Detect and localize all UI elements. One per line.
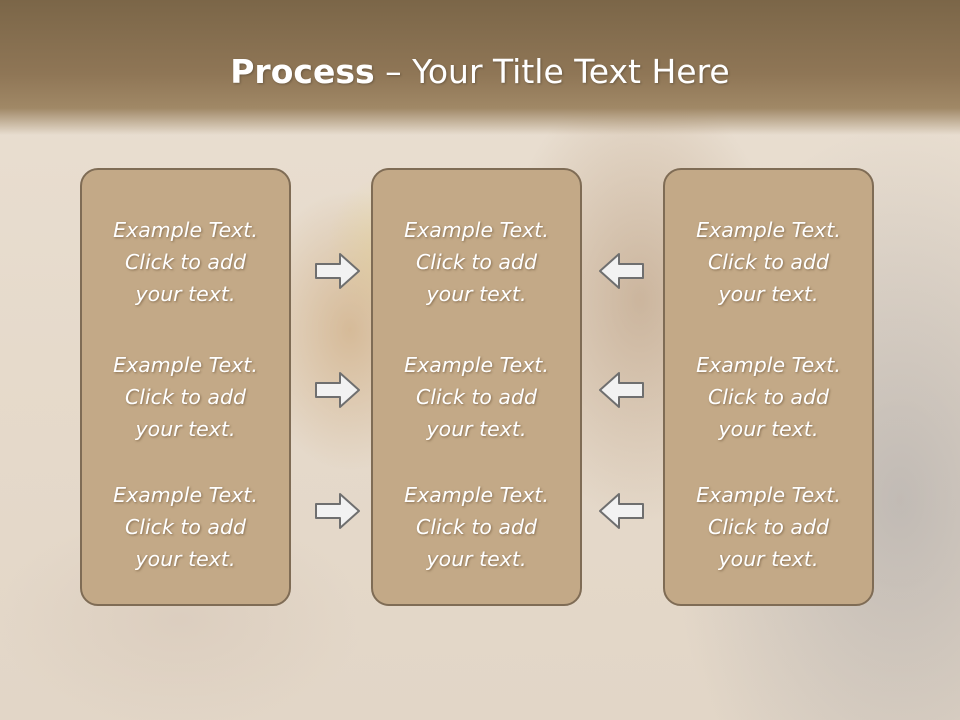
text-block[interactable]: Example Text. Click to add your text. <box>82 349 289 445</box>
text-block[interactable]: Example Text. Click to add your text. <box>373 479 580 575</box>
text-line: Click to add <box>124 515 247 539</box>
text-line: your text. <box>135 547 236 571</box>
arrow-right-icon <box>315 253 360 289</box>
text-block[interactable]: Example Text. Click to add your text. <box>665 214 872 310</box>
text-block[interactable]: Example Text. Click to add your text. <box>82 214 289 310</box>
text-line: Example Text. <box>113 218 258 242</box>
text-block[interactable]: Example Text. Click to add your text. <box>82 479 289 575</box>
text-line: Example Text. <box>113 483 258 507</box>
text-line: your text. <box>426 547 527 571</box>
text-line: Example Text. <box>113 353 258 377</box>
text-line: Example Text. <box>404 483 549 507</box>
text-line: Click to add <box>707 515 830 539</box>
slide-title[interactable]: Process – Your Title Text Here <box>0 52 960 91</box>
text-line: Example Text. <box>404 353 549 377</box>
process-column-right[interactable]: Example Text. Click to add your text. Ex… <box>663 168 874 606</box>
text-line: Example Text. <box>696 218 841 242</box>
process-column-left[interactable]: Example Text. Click to add your text. Ex… <box>80 168 291 606</box>
text-block[interactable]: Example Text. Click to add your text. <box>665 479 872 575</box>
text-line: your text. <box>718 547 819 571</box>
process-column-center[interactable]: Example Text. Click to add your text. Ex… <box>371 168 582 606</box>
title-rest-text: – Your Title Text Here <box>374 52 730 91</box>
text-block[interactable]: Example Text. Click to add your text. <box>373 349 580 445</box>
text-block[interactable]: Example Text. Click to add your text. <box>373 214 580 310</box>
text-line: Example Text. <box>696 483 841 507</box>
text-block[interactable]: Example Text. Click to add your text. <box>665 349 872 445</box>
arrow-right-icon <box>315 493 360 529</box>
text-line: your text. <box>718 417 819 441</box>
text-line: your text. <box>426 282 527 306</box>
text-line: Example Text. <box>404 218 549 242</box>
text-line: Click to add <box>415 385 538 409</box>
text-line: Click to add <box>124 385 247 409</box>
text-line: your text. <box>718 282 819 306</box>
text-line: your text. <box>135 417 236 441</box>
text-line: Click to add <box>415 515 538 539</box>
arrow-left-icon <box>599 372 644 408</box>
text-line: Example Text. <box>696 353 841 377</box>
text-line: Click to add <box>124 250 247 274</box>
text-line: your text. <box>426 417 527 441</box>
text-line: Click to add <box>707 385 830 409</box>
title-bold-text: Process <box>230 52 375 91</box>
arrow-left-icon <box>599 493 644 529</box>
text-line: your text. <box>135 282 236 306</box>
text-line: Click to add <box>707 250 830 274</box>
arrow-left-icon <box>599 253 644 289</box>
title-banner <box>0 0 960 135</box>
arrow-right-icon <box>315 372 360 408</box>
text-line: Click to add <box>415 250 538 274</box>
